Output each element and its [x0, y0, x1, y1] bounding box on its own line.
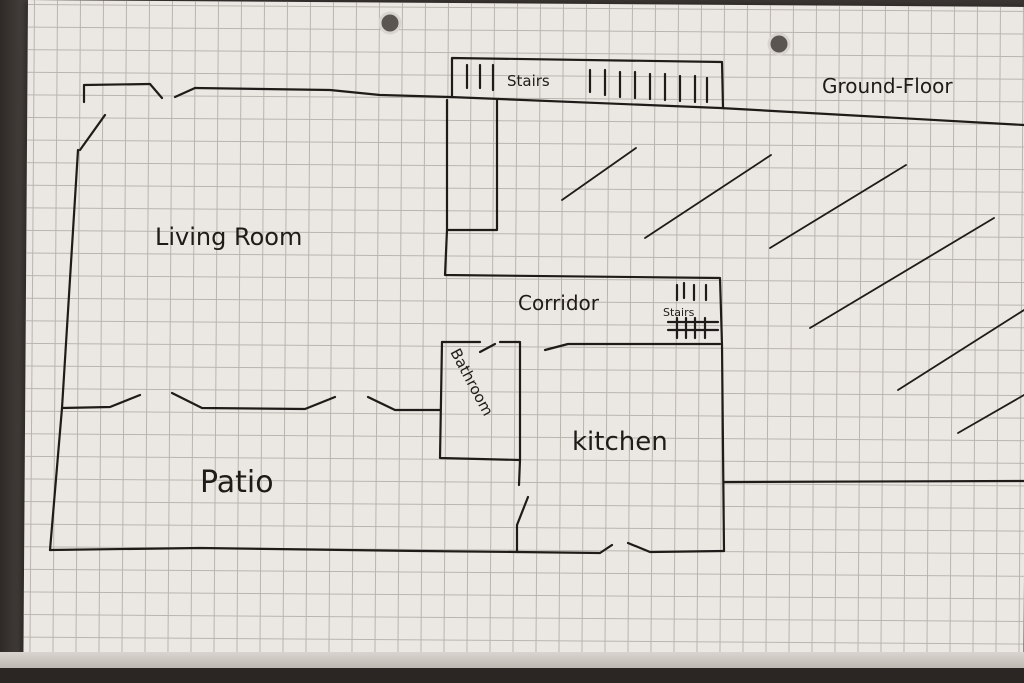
wall	[722, 479, 1024, 484]
room-label-patio: Patio	[200, 465, 274, 500]
wall	[448, 95, 1024, 127]
wall	[543, 342, 722, 352]
room-label-corridor: Corridor	[518, 291, 600, 315]
wall	[626, 541, 726, 554]
door-swing	[78, 113, 107, 152]
stairs-label: Stairs	[507, 72, 550, 90]
paper-edge	[0, 652, 1024, 672]
room-label-kitchen: kitchen	[572, 427, 668, 457]
wall	[82, 82, 152, 104]
door-swing	[478, 342, 497, 354]
stairs-treads	[465, 63, 709, 104]
wall	[443, 228, 724, 347]
binder-hole	[378, 11, 402, 35]
title-label: Ground-Floor	[822, 74, 953, 98]
wall	[48, 543, 614, 555]
wall	[48, 148, 80, 552]
wall-with-door	[170, 391, 337, 411]
wall	[498, 340, 522, 462]
wall	[517, 458, 522, 487]
wall-with-door	[366, 395, 442, 412]
background-floor	[0, 668, 1024, 683]
corridor-stairs-treads	[666, 281, 720, 340]
door-swing	[515, 495, 530, 554]
hatching	[561, 147, 1024, 434]
stairs-outline	[450, 56, 725, 110]
wall	[720, 343, 726, 553]
wall	[438, 340, 522, 462]
wall	[193, 86, 452, 99]
door-swing	[148, 82, 164, 100]
door-swing	[173, 86, 197, 99]
wall-with-door	[60, 393, 142, 410]
corridor-stairs-label: Stairs	[663, 306, 695, 319]
binder-hole	[767, 32, 791, 56]
wall	[445, 98, 499, 232]
room-label-living-room: Living Room	[155, 223, 302, 251]
room-label-bathroom: Bathroom	[446, 345, 496, 419]
